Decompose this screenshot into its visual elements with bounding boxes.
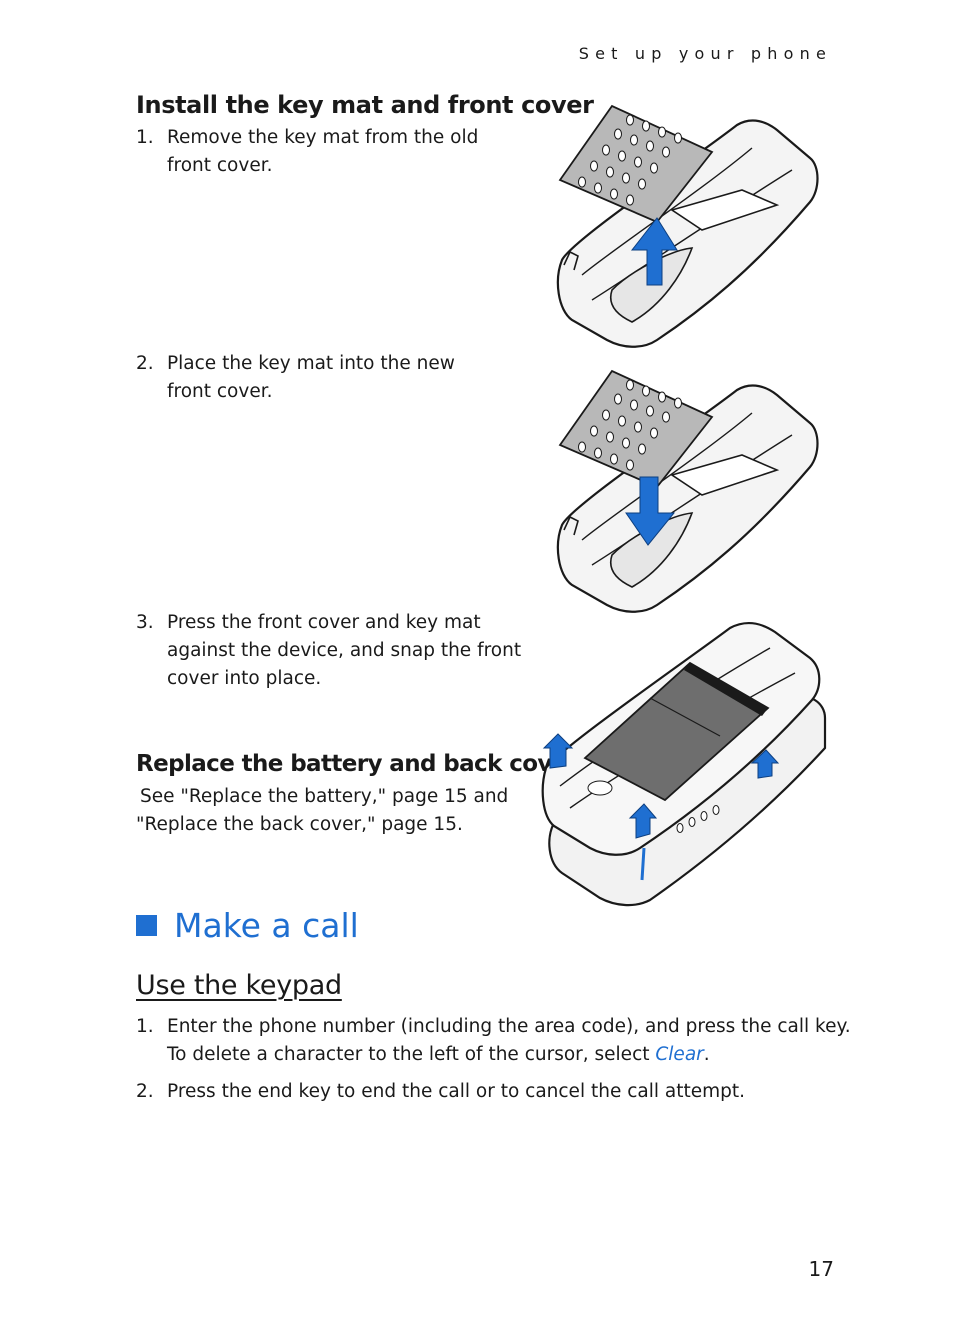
step-text-line: Press the front cover and key mat bbox=[167, 612, 481, 633]
step-text: To delete a character to the left of the… bbox=[167, 1044, 656, 1065]
step-number: 1. bbox=[136, 1016, 154, 1037]
section-title-text: Make a call bbox=[174, 906, 359, 945]
battery-text-line-1: See "Replace the battery," page 15 and bbox=[140, 786, 509, 807]
step-number: 1. bbox=[136, 127, 154, 148]
keypad-step-1: 1. Enter the phone number (including the… bbox=[136, 1013, 851, 1073]
step-text-line: cover into place. bbox=[167, 668, 322, 689]
step-text-line: Place the key mat into the new bbox=[167, 353, 455, 374]
make-a-call-section-title: Make a call bbox=[136, 906, 359, 945]
install-step-3: 3. Press the front cover and key mat aga… bbox=[136, 609, 526, 699]
page-number: 17 bbox=[808, 1257, 834, 1281]
step-number: 3. bbox=[136, 612, 154, 633]
section-square-marker bbox=[136, 915, 157, 936]
step-text-line: Enter the phone number (including the ar… bbox=[167, 1016, 851, 1037]
step-text-line: front cover. bbox=[167, 155, 273, 176]
phone-keymat-removal-illustration bbox=[552, 100, 824, 352]
clear-softkey-label: Clear bbox=[655, 1044, 704, 1065]
phone-keymat-insertion-illustration bbox=[552, 365, 824, 615]
install-step-1: 1. Remove the key mat from the old front… bbox=[136, 124, 516, 184]
step-text-line: against the device, and snap the front bbox=[167, 640, 522, 661]
battery-text-line-2: "Replace the back cover," page 15. bbox=[136, 814, 463, 835]
battery-heading: Replace the battery and back cover bbox=[136, 751, 578, 777]
install-step-2: 2. Place the key mat into the new front … bbox=[136, 350, 516, 410]
step-text-line: Remove the key mat from the old bbox=[167, 127, 479, 148]
step-text-line-with-link: To delete a character to the left of the… bbox=[167, 1041, 710, 1069]
step-text: . bbox=[703, 1044, 710, 1065]
use-keypad-heading: Use the keypad bbox=[136, 970, 342, 1001]
keypad-step-2: 2. Press the end key to end the call or … bbox=[136, 1078, 836, 1108]
step-text-line: front cover. bbox=[167, 381, 273, 402]
install-keymat-heading: Install the key mat and front cover bbox=[136, 91, 594, 119]
running-head: Set up your phone bbox=[578, 44, 832, 63]
step-text-line: Press the end key to end the call or to … bbox=[167, 1081, 745, 1102]
step-number: 2. bbox=[136, 353, 154, 374]
phone-cover-snap-illustration bbox=[540, 618, 832, 910]
step-number: 2. bbox=[136, 1081, 154, 1102]
